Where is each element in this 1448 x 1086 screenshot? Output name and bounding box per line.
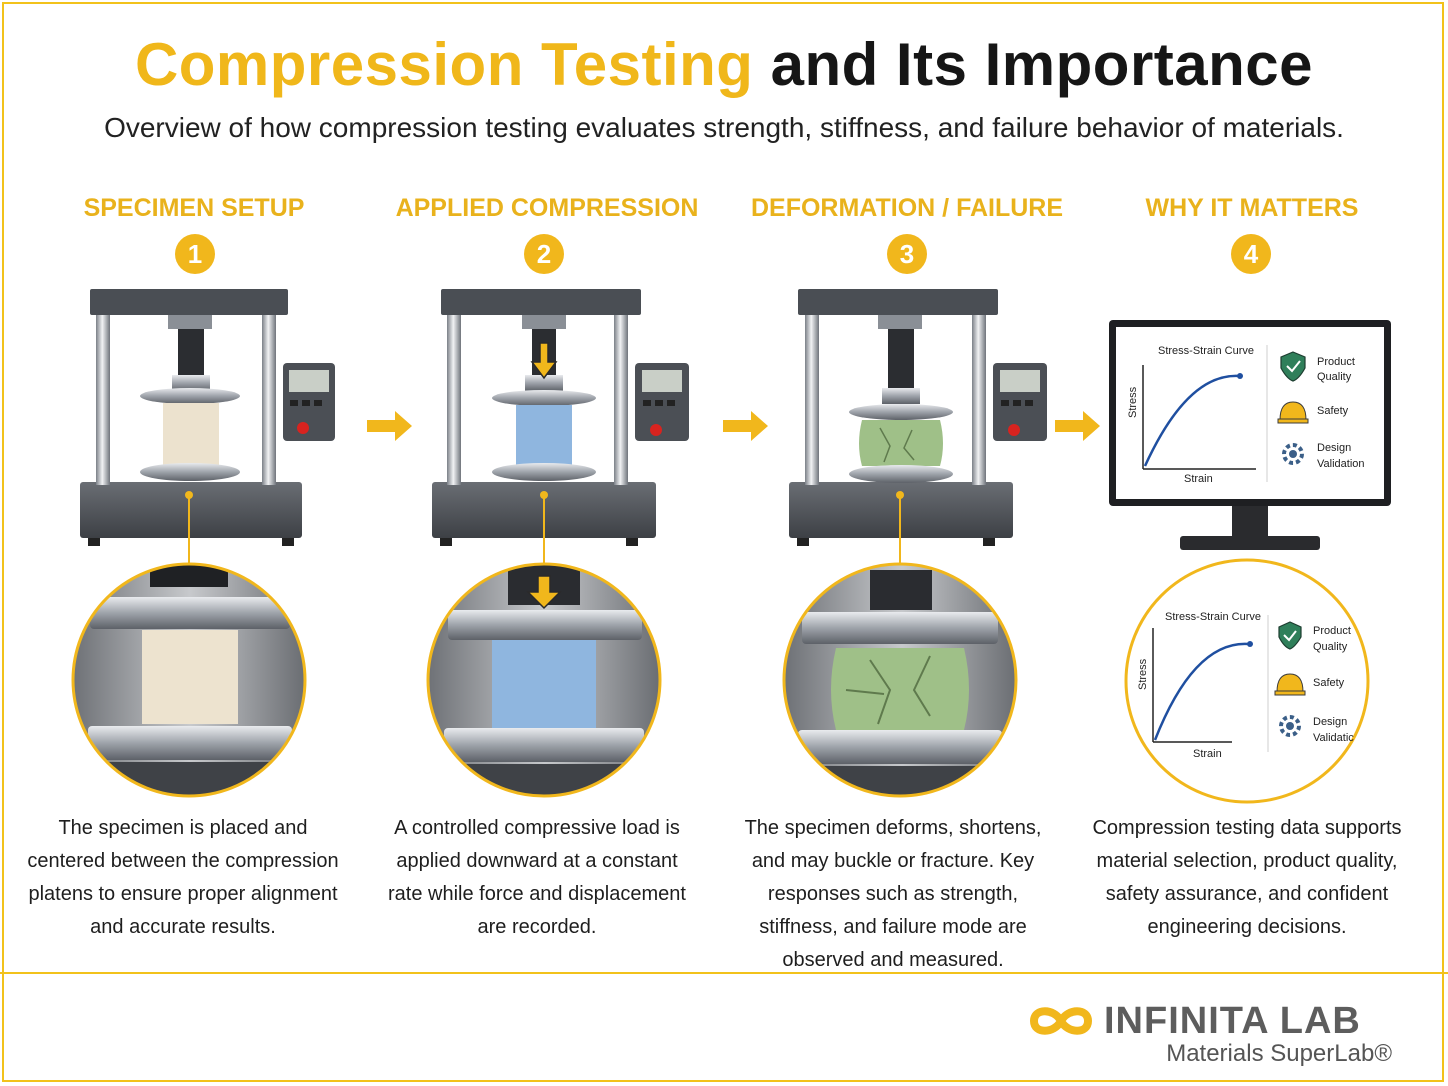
monitor-item-3: Design Validation [1317, 442, 1365, 470]
step-1-description: The specimen is placed and centered betw… [27, 817, 339, 938]
footer-divider [0, 972, 1448, 974]
machine-3 [789, 289, 1047, 546]
monitor-item-2: Safety [1317, 405, 1349, 417]
zoom-monitor: Stress-Strain Curve Strain Stress Produc… [1124, 558, 1370, 804]
step-3-title: DEFORMATION / FAILURE [750, 194, 1064, 222]
zoom-item-3: Design Validatic [1313, 716, 1354, 744]
zoom-xlabel: Strain [1193, 748, 1222, 760]
step-2-description: A controlled compressive load is applied… [388, 817, 686, 938]
step-4-title: WHY IT MATTERS [1145, 194, 1359, 222]
monitor-item-1: Product Quality [1317, 356, 1358, 383]
monitor-ylabel: Stress [1127, 386, 1139, 418]
logo-name: INFINITA LAB [1104, 1000, 1361, 1042]
arrow-1-to-2 [367, 411, 412, 441]
arrow-3-to-4 [1055, 411, 1100, 441]
logo-tagline: Materials SuperLab® [1166, 1040, 1392, 1067]
zoom-chart-title: Stress-Strain Curve [1165, 611, 1261, 623]
monitor: Stress-Strain Curve Strain Stress Produc… [1109, 320, 1391, 550]
zoom-specimen-1 [71, 562, 307, 798]
zoom-specimen-3 [782, 562, 1018, 798]
step-4-description: Compression testing data supports materi… [1092, 817, 1402, 938]
page-title: Compression Testing and Its Importance [0, 30, 1448, 99]
step-2-badge: 2 [524, 234, 564, 274]
machine-2 [432, 289, 689, 546]
zoom-item-1: Product Quality [1313, 625, 1354, 653]
machine-1 [80, 289, 335, 546]
arrow-2-to-3 [723, 411, 768, 441]
title-highlight: Compression Testing [134, 31, 754, 98]
infinity-logo-icon [1029, 1007, 1093, 1035]
step-3-description: The specimen deforms, shortens, and may … [744, 817, 1042, 971]
step-1-badge: 1 [175, 234, 215, 274]
monitor-xlabel: Strain [1184, 473, 1213, 485]
monitor-chart-title: Stress-Strain Curve [1158, 345, 1254, 357]
step-4-badge: 4 [1231, 234, 1271, 274]
step-1-title: SPECIMEN SETUP [83, 194, 305, 222]
page-subtitle: Overview of how compression testing eval… [104, 112, 1344, 143]
zoom-item-2: Safety [1313, 677, 1345, 689]
step-3-badge: 3 [887, 234, 927, 274]
company-logo: INFINITA LAB Materials SuperLab® [1022, 996, 1392, 1076]
title-rest: and Its Importance [770, 31, 1314, 98]
zoom-specimen-2 [426, 562, 662, 798]
zoom-ylabel: Stress [1137, 658, 1149, 690]
step-2-title: APPLIED COMPRESSION [395, 194, 699, 222]
